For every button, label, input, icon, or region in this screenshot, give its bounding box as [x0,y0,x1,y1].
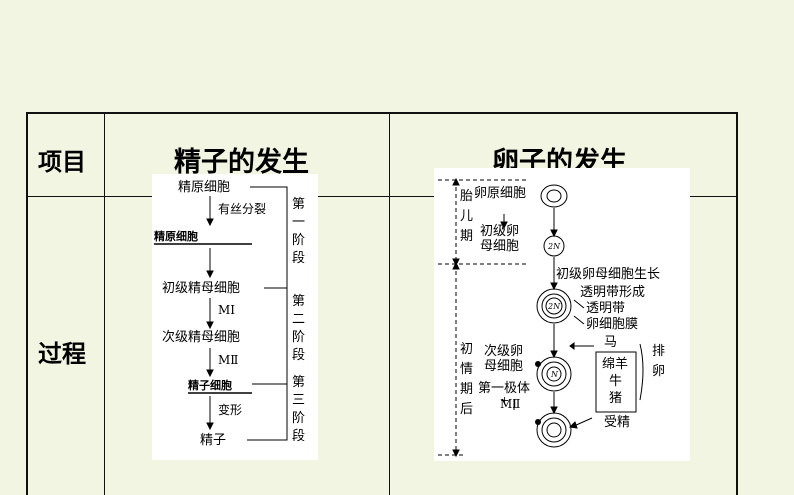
cell-ploidy-label: 2N [547,242,561,251]
puberty-char: 初 [460,342,473,357]
spermatogenesis-svg: 精原细胞 有丝分裂 精原细胞 初级精母细胞 MⅠ 次级精母细胞 MⅡ 精子细胞 … [152,174,318,460]
primary-oocyte-label: 初级卵 [480,224,519,239]
primary-spermatocyte-label: 初级精母细胞 [162,281,240,296]
meiosis1-label: MⅠ [218,303,235,317]
stage1-char: 阶 [292,233,305,248]
mitosis-label: 有丝分裂 [218,202,266,216]
secondary-oocyte-label: 次级卵 [484,343,523,359]
puberty-char: 后 [460,402,473,417]
puberty-char: 期 [460,382,473,397]
sperm-label: 精子 [200,433,226,448]
flow-arrows [207,196,213,429]
stage1-char: 第 [292,197,305,212]
stage-guides [438,180,526,455]
zona-forming-label: 透明带形成 [580,285,645,300]
stage3-char: 阶 [292,411,305,426]
puberty-char: 情 [460,362,473,377]
primary-oocyte-label: 母细胞 [480,239,519,254]
meiosis2-label: MⅡ [218,353,238,367]
fetal-period-char: 期 [460,229,473,244]
cell-ploidy-label: N [550,370,559,379]
stage2-char: 二 [292,312,305,327]
species-label: 猪 [609,391,622,406]
row-label-process: 过程 [38,334,86,369]
ovulation-bracket [640,344,643,400]
ovulation-char: 卵 [652,364,665,379]
membrane-pointer [574,316,584,324]
cell-ploidy-label: 2N [547,302,561,311]
stage3-char: 第 [292,375,305,390]
column-divider [389,114,390,495]
stage3-char: 三 [292,393,305,408]
zona-label: 透明带 [586,301,625,316]
spermatogonium-bold-label: 精原细胞 [154,229,198,243]
meiosis2-label: MⅡ [500,397,520,411]
polar-body-dot [535,419,541,425]
polar-body-dot [535,361,541,367]
fetal-period-char: 儿 [460,209,473,224]
growth-label: 初级卵母细胞生长 [556,267,660,282]
stage1-char: 一 [292,215,305,230]
oogonium-label: 卵原细胞 [474,186,526,201]
stage-brackets [247,187,287,440]
spermatogenesis-diagram: 精原细胞 有丝分裂 精原细胞 初级精母细胞 MⅠ 次级精母细胞 MⅡ 精子细胞 … [152,174,318,460]
species-label: 绵羊 [602,356,628,372]
spermatid-label: 精子细胞 [188,378,232,392]
header-item: 项目 [38,142,86,177]
membrane-label: 卵细胞膜 [586,317,638,332]
horse-label: 马 [604,335,617,350]
spermatogonium-label: 精原细胞 [178,180,230,195]
fertilization-label: 受精 [604,415,630,430]
zona-pointer [574,300,584,308]
mask-patch [464,424,526,461]
fetal-period-char: 胎 [460,189,473,204]
column-divider [104,114,105,495]
stage2-char: 阶 [292,330,305,345]
stage2-char: 第 [292,294,305,309]
oogenesis-diagram: 胎 儿 期 卵原细胞 初级卵 母细胞 初级卵母细胞生长 透明带形成 透明带 卵细… [434,168,690,461]
transform-label: 变形 [218,402,242,417]
ovulation-char: 排 [652,344,665,359]
stage2-char: 段 [292,348,305,363]
species-label: 牛 [609,374,622,389]
secondary-spermatocyte-label: 次级精母细胞 [162,329,240,345]
secondary-oocyte-label: 母细胞 [484,359,523,374]
oogenesis-svg: 胎 儿 期 卵原细胞 初级卵 母细胞 初级卵母细胞生长 透明带形成 透明带 卵细… [434,168,690,461]
stage3-char: 段 [292,429,305,444]
stage1-char: 段 [292,251,305,266]
